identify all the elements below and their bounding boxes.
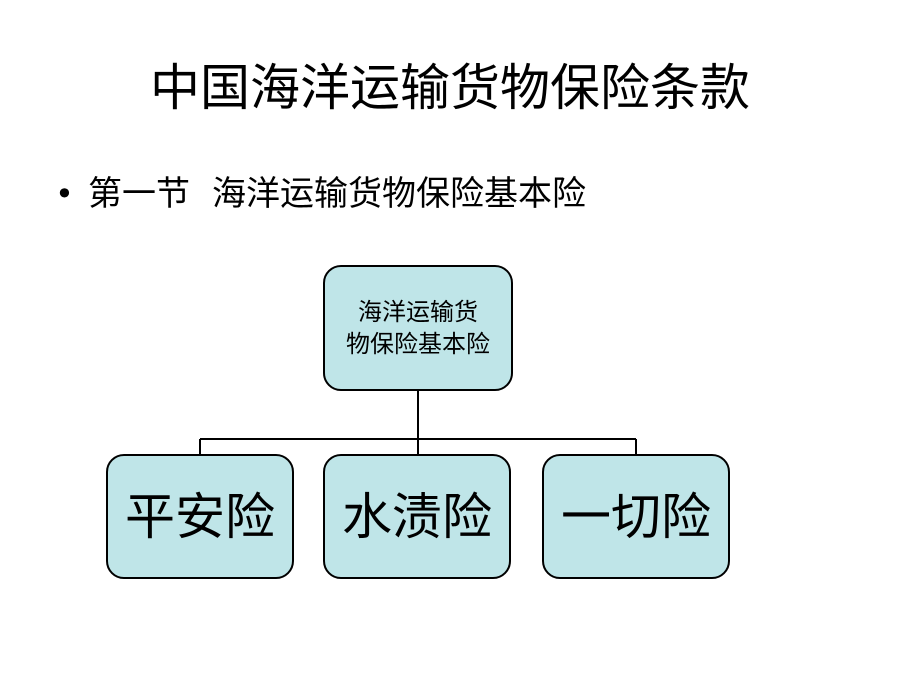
diagram-child-node-1: 平安险 bbox=[106, 454, 294, 579]
diagram-root-node: 海洋运输货 物保险基本险 bbox=[323, 265, 513, 391]
bullet-text: 第一节海洋运输货物保险基本险 bbox=[88, 170, 586, 218]
bullet-section: 第一节 bbox=[88, 174, 190, 214]
child-node-label: 一切险 bbox=[561, 487, 711, 546]
root-node-line-1: 海洋运输货 bbox=[358, 298, 478, 326]
bullet-marker: • bbox=[55, 175, 74, 213]
slide-title: 中国海洋运输货物保险条款 bbox=[150, 59, 750, 117]
bullet-heading: 海洋运输货物保险基本险 bbox=[212, 174, 586, 214]
child-node-label: 水渍险 bbox=[342, 487, 492, 546]
child-node-label: 平安险 bbox=[125, 487, 275, 546]
diagram-child-node-2: 水渍险 bbox=[323, 454, 511, 579]
root-node-line-2: 物保险基本险 bbox=[346, 330, 490, 358]
diagram-child-node-3: 一切险 bbox=[542, 454, 730, 579]
